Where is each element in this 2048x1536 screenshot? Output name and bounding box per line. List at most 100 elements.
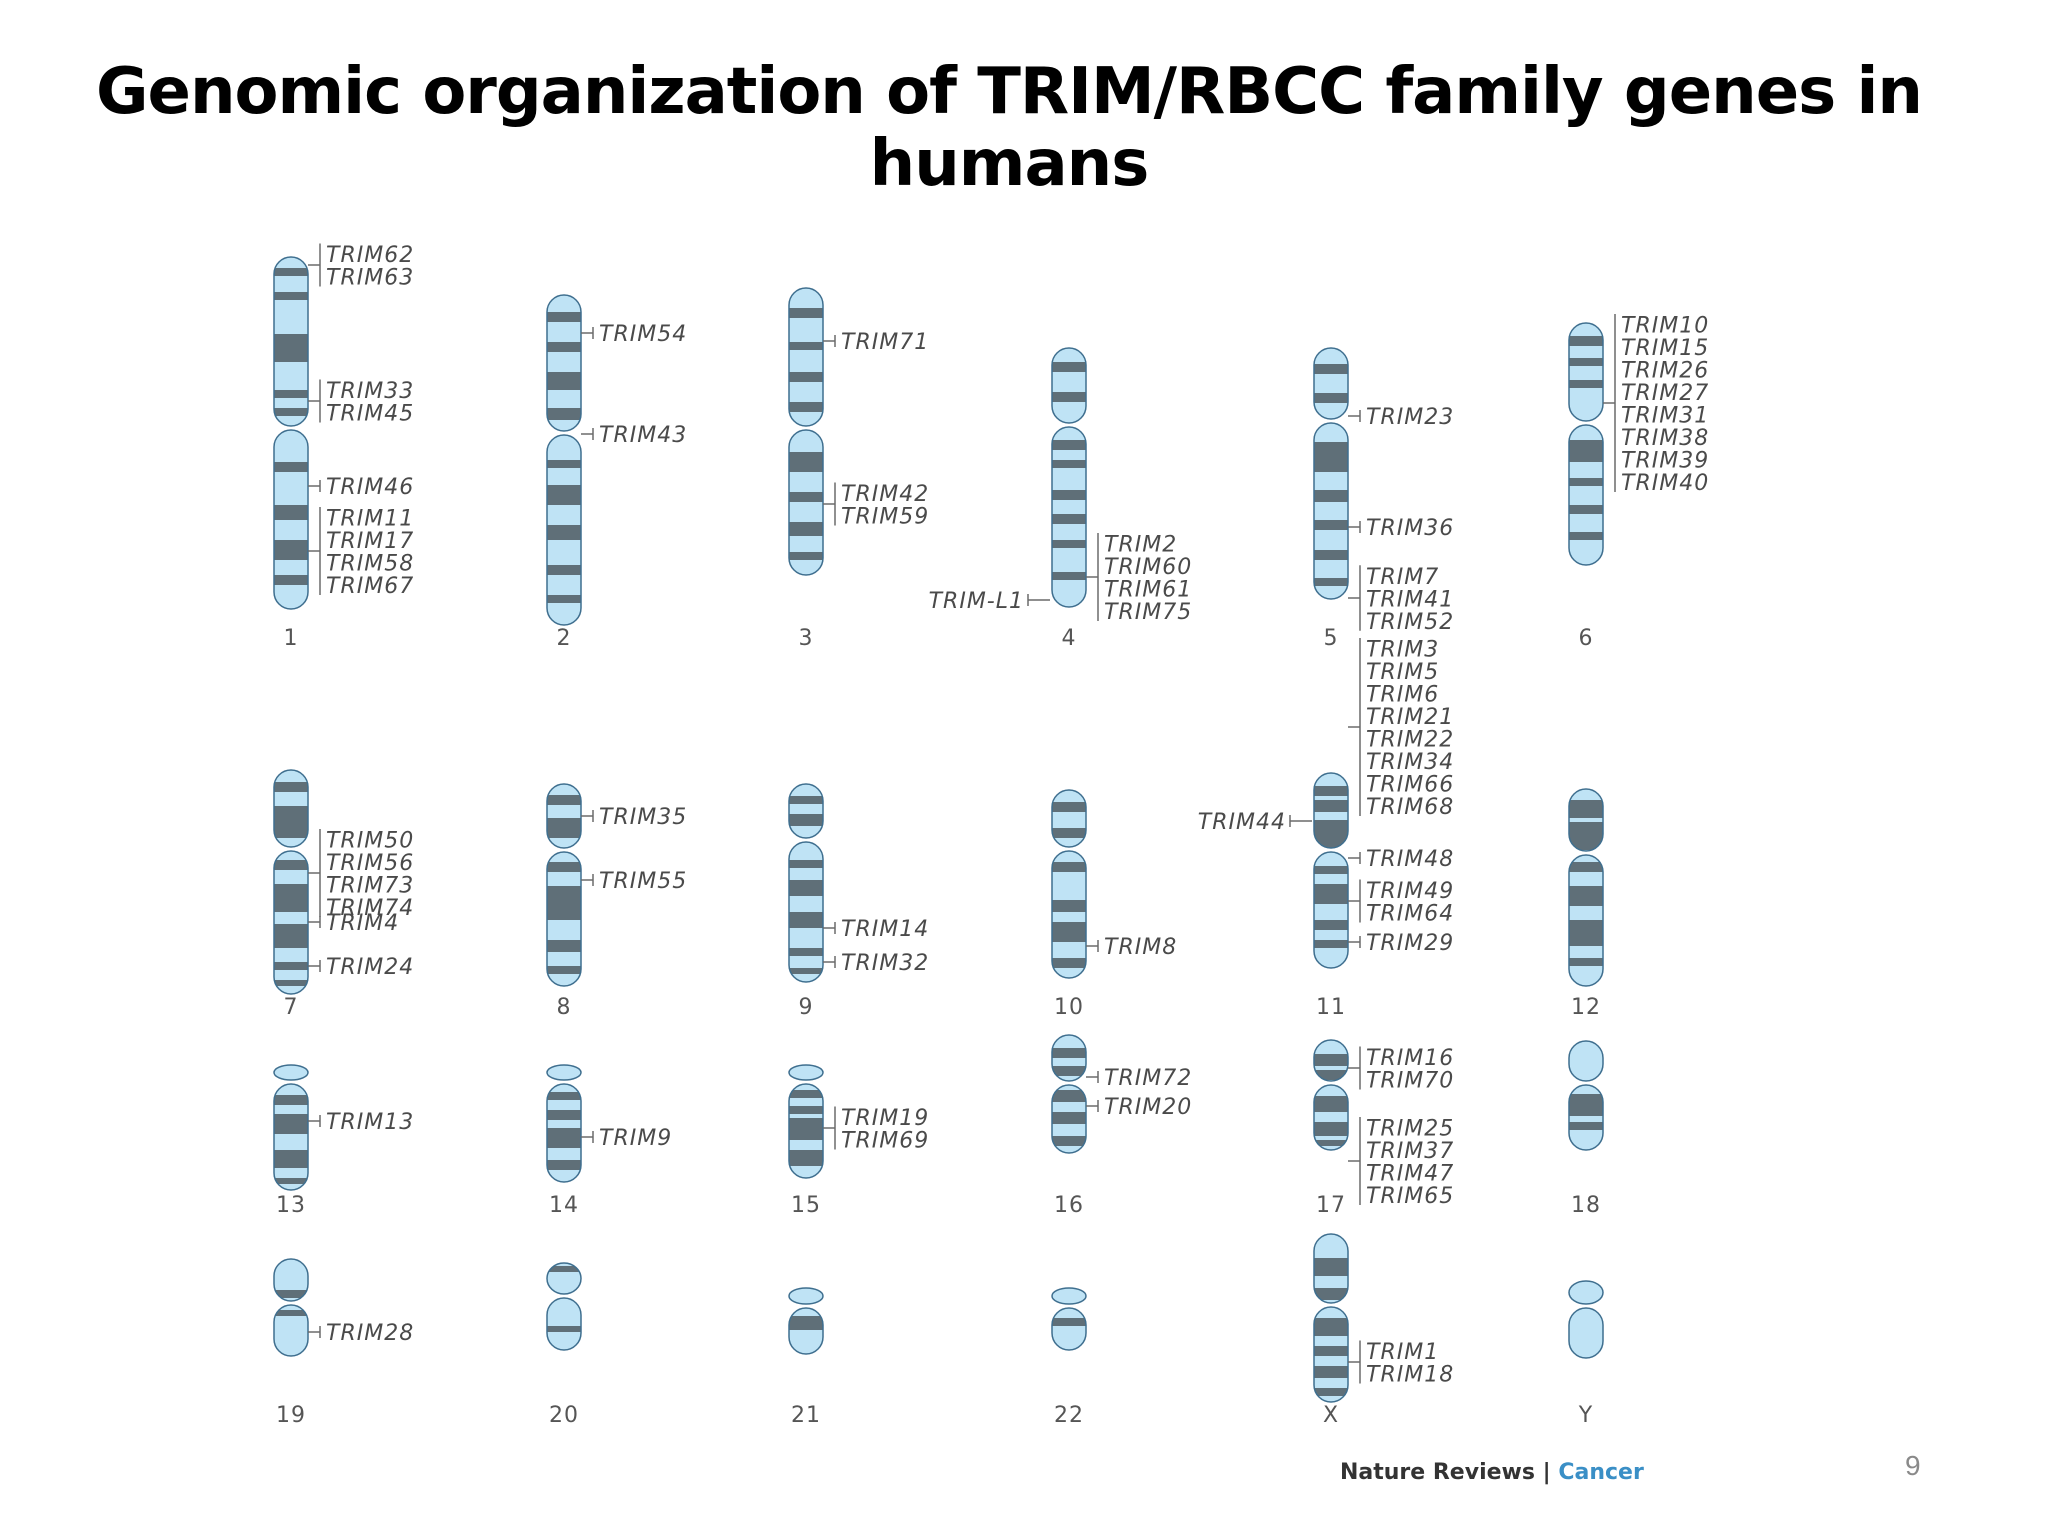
chromosome-label: 13 <box>276 1193 306 1218</box>
chromosome-band <box>547 966 581 974</box>
chromosome-label: 20 <box>549 1403 579 1428</box>
gene-label: TRIM48 <box>1366 847 1454 872</box>
chromosome-band <box>1314 393 1348 403</box>
chromosome-band <box>789 796 823 804</box>
chromosome-label: 7 <box>284 995 299 1020</box>
gene-label: TRIM22 <box>1366 728 1454 753</box>
gene-label: TRIM59 <box>841 505 929 530</box>
chromosome-band <box>789 1106 823 1114</box>
chromosome-label: 6 <box>1579 626 1594 651</box>
chromosome-band <box>789 1090 823 1098</box>
chromosome-label: 9 <box>799 995 814 1020</box>
chromosome-band <box>1314 1140 1348 1146</box>
chromosome-band <box>1314 920 1348 930</box>
gene-label: TRIM52 <box>1366 610 1454 635</box>
chromosome-13: 13 TRIM13 <box>273 1064 414 1218</box>
chromosome-band <box>1052 1090 1086 1102</box>
gene-label: TRIM8 <box>1104 935 1177 960</box>
chromosome-band <box>274 462 308 472</box>
chromosome-band <box>547 595 581 603</box>
chromosome-band <box>547 408 581 420</box>
gene-label: TRIM29 <box>1366 931 1454 956</box>
chromosome-band <box>274 505 308 520</box>
chromosome-band <box>1569 532 1603 540</box>
gene-label: TRIM9 <box>599 1126 672 1151</box>
chromosome-band <box>1569 380 1603 388</box>
chromosome-band <box>274 806 308 838</box>
chromosome-band <box>1052 1136 1086 1146</box>
gene-label: TRIM26 <box>1621 359 1709 384</box>
chromosome-band <box>1569 886 1603 906</box>
gene-label: TRIM63 <box>326 266 414 291</box>
gene-locus: TRIM8 <box>1086 935 1177 960</box>
gene-locus: TRIM24 <box>308 955 413 980</box>
chromosome-band <box>1052 440 1086 450</box>
gene-label: TRIM13 <box>326 1110 414 1135</box>
chromosome-label: Y <box>1578 1403 1593 1428</box>
gene-locus: TRIM71 <box>823 330 928 355</box>
gene-label: TRIM35 <box>599 805 687 830</box>
chromosome-band <box>274 292 308 300</box>
chromosome-band <box>274 1178 308 1184</box>
chromosome-band <box>274 860 308 870</box>
chromosome-label: 11 <box>1316 995 1346 1020</box>
gene-label: TRIM44 <box>1198 810 1286 835</box>
chromosome-band <box>1052 1066 1086 1076</box>
chromosome-band <box>1052 922 1086 942</box>
slide-title: Genomic organization of TRIM/RBCC family… <box>0 60 2018 196</box>
chromosome-band <box>547 342 581 352</box>
chromosome-label: 19 <box>276 1403 306 1428</box>
chromosome-band <box>547 1326 581 1332</box>
chromosome-band <box>274 782 308 792</box>
chromosome-y-body <box>1569 1281 1603 1358</box>
gene-label: TRIM64 <box>1366 902 1454 927</box>
chromosome-band <box>1569 920 1603 946</box>
gene-label: TRIM43 <box>599 423 687 448</box>
chromosome-band <box>274 1150 308 1168</box>
chromosome-label: 4 <box>1062 626 1077 651</box>
chromosome-20: 20 <box>546 1262 582 1428</box>
gene-label: TRIM6 <box>1366 683 1439 708</box>
gene-locus: TRIM4 <box>308 911 398 936</box>
gene-label: TRIM21 <box>1366 705 1454 730</box>
chromosome-band <box>547 525 581 540</box>
gene-label: TRIM11 <box>326 507 414 532</box>
gene-locus: TRIM3TRIM5TRIM6TRIM21TRIM22TRIM34TRIM66T… <box>1348 638 1454 820</box>
gene-label: TRIM37 <box>1366 1139 1454 1164</box>
chromosome-band <box>1569 862 1603 872</box>
gene-label: TRIM20 <box>1104 1095 1192 1120</box>
gene-locus: TRIM-L1 <box>929 589 1050 614</box>
gene-label: TRIM3 <box>1366 638 1439 663</box>
chromosome-band <box>547 565 581 575</box>
chromosome-18: 18 <box>1568 1040 1604 1218</box>
gene-locus: TRIM36 <box>1348 516 1453 541</box>
chromosome-band <box>1569 505 1603 514</box>
chromosome-band <box>789 948 823 956</box>
chromosome-band <box>274 390 308 398</box>
chromosome-band <box>274 962 308 970</box>
chromosome-12: 12 <box>1568 788 1604 1020</box>
chromosome-band <box>1569 800 1603 818</box>
chromosome-band <box>789 814 823 826</box>
gene-label: TRIM23 <box>1366 405 1454 430</box>
chromosome-label: 12 <box>1571 995 1601 1020</box>
gene-label: TRIM61 <box>1104 578 1192 603</box>
gene-label: TRIM69 <box>841 1129 929 1154</box>
gene-label: TRIM15 <box>1621 336 1709 361</box>
credit-section: Cancer <box>1558 1460 1644 1485</box>
figure-credit: Nature Reviews | Cancer <box>1340 1460 1644 1485</box>
chromosome-band <box>547 1160 581 1170</box>
chromosome-band <box>547 795 581 805</box>
gene-label: TRIM32 <box>841 951 929 976</box>
chromosome-band <box>274 980 308 986</box>
gene-label: TRIM17 <box>326 529 414 554</box>
